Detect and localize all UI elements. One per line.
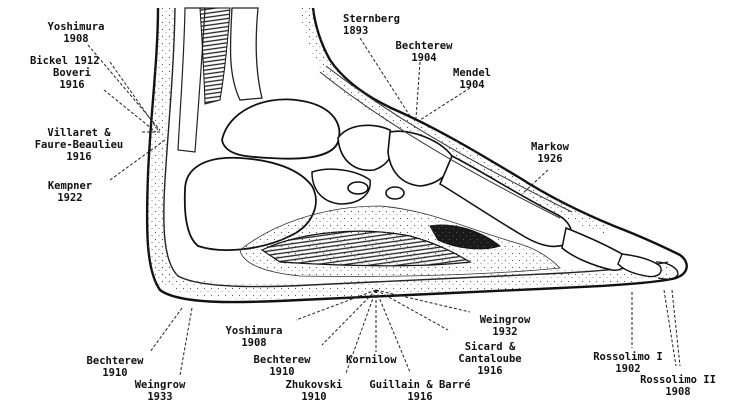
navicular-bone [338, 125, 393, 170]
label-year: 1926 [522, 153, 578, 165]
label-year: 1916 [14, 151, 144, 163]
label-year: 1908 [218, 337, 290, 349]
label-name: Markow [522, 141, 578, 153]
label-name: Rossolimo I [580, 351, 676, 363]
label-year: 1908 [36, 33, 116, 45]
label-bechterew-1904: Bechterew 1904 [388, 40, 460, 64]
label-name: Zhukovski [276, 379, 352, 391]
label-name: Bechterew [246, 354, 318, 366]
label-name: Weingrow [128, 379, 192, 391]
label-name: Sicard & [448, 341, 532, 353]
label-name: Kempner [30, 180, 110, 192]
label-year: 1910 [276, 391, 352, 403]
tarsal-foramen [348, 182, 368, 194]
label-name-2: Cantaloube [448, 353, 532, 365]
label-name: Rossolimo II [628, 374, 728, 386]
label-boveri-1916: Boveri 1916 [40, 67, 104, 91]
label-yoshimura-1908-bottom: Yoshimura 1908 [218, 325, 290, 349]
label-name: Boveri [40, 67, 104, 79]
label-name: Sternberg [343, 13, 400, 25]
label-name: Villaret & [14, 127, 144, 139]
label-name: Kornilow [346, 354, 397, 366]
label-yoshimura-1908-top: Yoshimura 1908 [36, 21, 116, 45]
label-name: Guillain & Barré [358, 379, 482, 391]
talus-bone [222, 99, 339, 158]
label-year: 1904 [388, 52, 460, 64]
label-zhukovski-1910: Zhukovski 1910 [276, 379, 352, 403]
label-bickel-1912: Bickel 1912 [30, 55, 100, 67]
label-name: Yoshimura [36, 21, 116, 33]
label-year: 1904 [444, 79, 500, 91]
label-name: Yoshimura [218, 325, 290, 337]
label-guillain-barre-1916: Guillain & Barré 1916 [358, 379, 482, 403]
tibia-shaft [230, 8, 262, 100]
proximal-phalanx [562, 228, 626, 270]
label-year: 1932 [472, 326, 538, 338]
label-sternberg-1893: Sternberg 1893 [343, 13, 400, 37]
label-year: 1916 [40, 79, 104, 91]
label-name: Weingrow [472, 314, 538, 326]
label-year: 1910 [246, 366, 318, 378]
label-rossolimo-i-1902: Rossolimo I 1902 [580, 351, 676, 375]
label-bechterew-1910-bottom: Bechterew 1910 [246, 354, 318, 378]
label-rossolimo-ii-1908: Rossolimo II 1908 [628, 374, 728, 398]
label-kornilow: Kornilow [346, 354, 397, 366]
label-year: 1922 [30, 192, 110, 204]
label-markow-1926: Markow 1926 [522, 141, 578, 165]
label-name: Mendel [444, 67, 500, 79]
label-weingrow-1933: Weingrow 1933 [128, 379, 192, 403]
label-villaret-faure-beaulieu-1916: Villaret & Faure-Beaulieu 1916 [14, 127, 144, 163]
label-year: 1916 [448, 365, 532, 377]
label-kempner-1922: Kempner 1922 [30, 180, 110, 204]
label-weingrow-1932: Weingrow 1932 [472, 314, 538, 338]
label-name: Bechterew [80, 355, 150, 367]
label-name-2: Faure-Beaulieu [14, 139, 144, 151]
label-mendel-1904: Mendel 1904 [444, 67, 500, 91]
label-year: 1908 [628, 386, 728, 398]
heel-soft-tissue [147, 8, 178, 290]
label-year: 1893 [343, 25, 400, 37]
label-bechterew-1910-left: Bechterew 1910 [80, 355, 150, 379]
tarsal-foramen [386, 187, 404, 199]
label-sicard-cantaloube-1916: Sicard & Cantaloube 1916 [448, 341, 532, 377]
label-year: 1933 [128, 391, 192, 403]
label-year: 1910 [80, 367, 150, 379]
label-year: 1916 [358, 391, 482, 403]
label-name: Bickel 1912 [30, 55, 100, 67]
leg-muscle-dark [200, 8, 230, 104]
label-name: Bechterew [388, 40, 460, 52]
